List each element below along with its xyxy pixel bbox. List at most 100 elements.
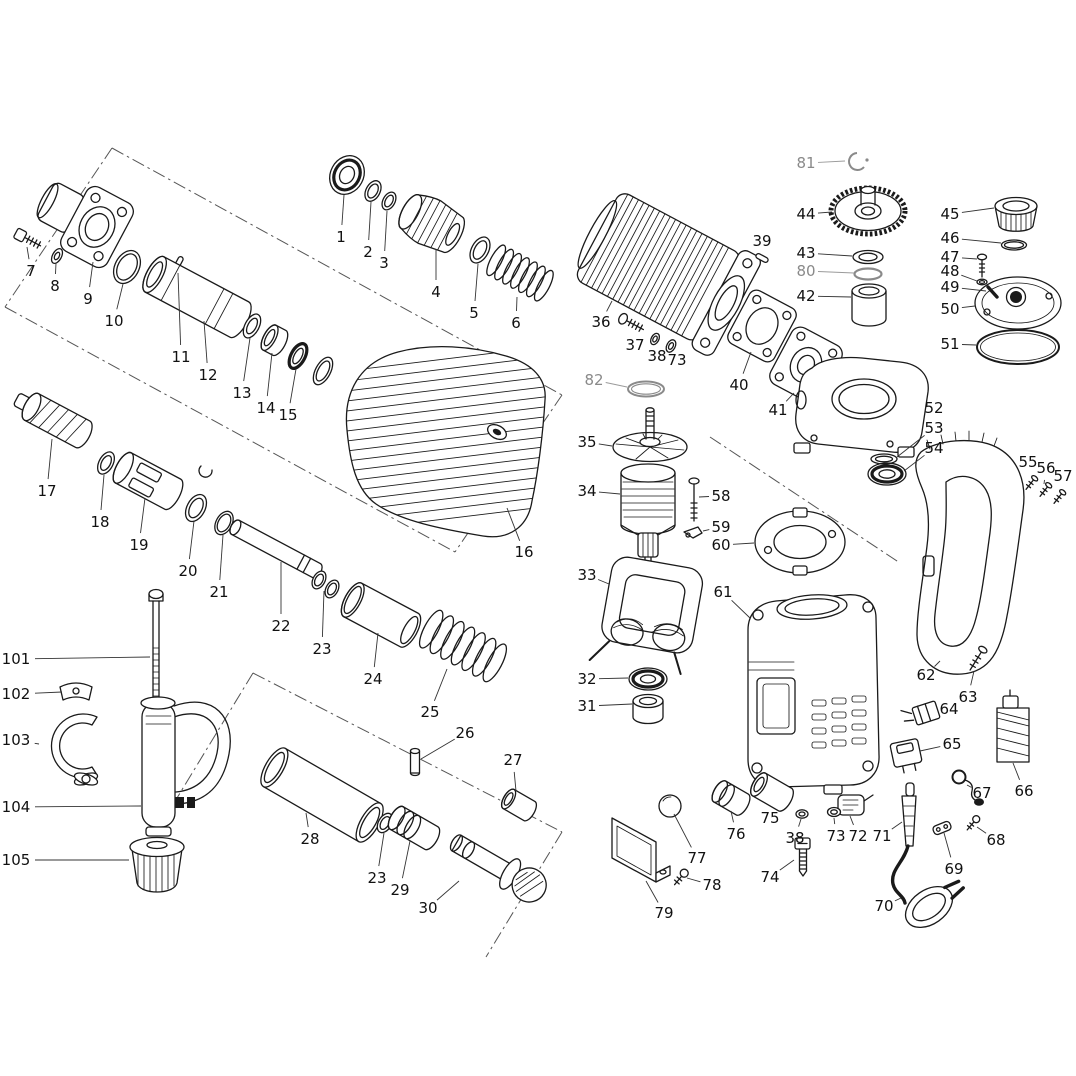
part-30-striker [449,834,547,903]
part-54-bearing [867,462,907,486]
part-label-74: 74 [760,868,779,886]
leader-line-23 [378,832,385,867]
part-label-28: 28 [300,830,319,848]
part-68-screw [966,815,981,831]
part-label-65: 65 [942,735,961,753]
part-label-59: 59 [711,518,730,536]
part-49-pin [986,285,999,299]
leader-line-32 [598,677,629,680]
part-label-12: 12 [198,366,217,384]
part-48-washer [976,278,988,286]
leader-line-61 [731,599,751,619]
part-35-fan [612,407,688,463]
leader-line-45 [961,207,995,213]
part-59-clip [683,526,703,539]
part-label-73: 73 [667,351,686,369]
leader-line-10 [116,283,124,310]
part-label-35: 35 [577,433,596,451]
leader-line-49 [961,287,987,292]
part-label-102: 102 [2,685,31,703]
part-label-14: 14 [256,399,275,417]
part-label-16: 16 [514,543,533,561]
part-label-21: 21 [209,583,228,601]
part-67-lead-wire [951,769,984,806]
part-label-37: 37 [625,336,644,354]
part-label-70: 70 [874,897,893,915]
part-label-73: 73 [826,827,845,845]
part-39-pin [755,252,769,264]
part-82-o-ring [627,380,665,398]
leader-line-8 [55,262,57,275]
leader-line-38 [798,818,802,827]
leader-line-9 [89,261,94,288]
leader-line-20 [188,520,195,560]
leader-line-12 [203,320,208,364]
part-65-switch [889,738,923,774]
part-label-50: 50 [940,300,959,318]
part-26-pin [409,747,421,777]
part-2-ring [364,180,382,202]
part-label-31: 31 [577,697,596,715]
part-label-67: 67 [972,784,991,802]
part-label-11: 11 [171,348,190,366]
part-label-15: 15 [278,406,297,424]
leader-line-62 [934,660,941,667]
leader-line-18 [100,474,105,511]
part-label-103: 103 [2,731,31,749]
part-58-screw [688,477,700,522]
part-20-ring-with-clip [184,465,213,523]
part-label-105: 105 [2,851,31,869]
leader-line-23 [321,590,325,638]
leader-line-41 [785,392,795,402]
leader-line-103 [34,742,40,745]
leader-line-72 [849,815,854,826]
part-label-76: 76 [726,825,745,843]
part-label-26: 26 [455,724,474,742]
part-label-25: 25 [420,703,439,721]
leader-line-69 [943,832,952,858]
part-label-45: 45 [940,205,959,223]
leader-line-104 [34,805,142,808]
leader-line-51 [961,344,977,346]
part-53-ring [870,453,898,465]
part-34-armature [620,463,676,574]
leader-line-36 [606,300,613,312]
part-label-53: 53 [924,419,943,437]
part-55-screw [1025,474,1039,490]
part-27-bushing [500,788,538,822]
leader-line-1 [341,194,345,226]
part-24-sleeve [340,582,422,648]
part-label-4: 4 [431,283,441,301]
part-label-61: 61 [713,583,732,601]
leader-line-47 [961,257,978,260]
part-label-30: 30 [418,899,437,917]
leader-line-11 [177,272,182,346]
part-label-22: 22 [271,617,290,635]
part-4-rubber-boot [398,194,466,254]
leader-line-78 [686,877,701,883]
part-37-screw [618,312,645,332]
part-38-washer [649,332,661,346]
part-38-washer-b [795,809,809,819]
part-3-ring [381,191,397,211]
part-label-23: 23 [312,640,331,658]
part-28-tube [260,747,384,843]
leader-line-2 [368,201,372,241]
part-label-41: 41 [768,401,787,419]
part-label-55: 55 [1018,453,1037,471]
leader-line-68 [976,826,987,834]
part-50-cover-plate [974,276,1062,330]
part-label-19: 19 [129,536,148,554]
part-66-connector-pack [996,689,1030,763]
part-label-80: 80 [796,262,815,280]
part-label-46: 46 [940,229,959,247]
part-70-power-cord [890,844,965,929]
part-51-o-ring [976,329,1060,365]
part-64-brush-holder [900,700,941,726]
part-42-cylinder [851,283,887,327]
part-label-29: 29 [390,881,409,899]
part-label-9: 9 [83,290,93,308]
part-label-72: 72 [848,827,867,845]
leader-line-50 [961,305,976,309]
part-label-58: 58 [711,487,730,505]
